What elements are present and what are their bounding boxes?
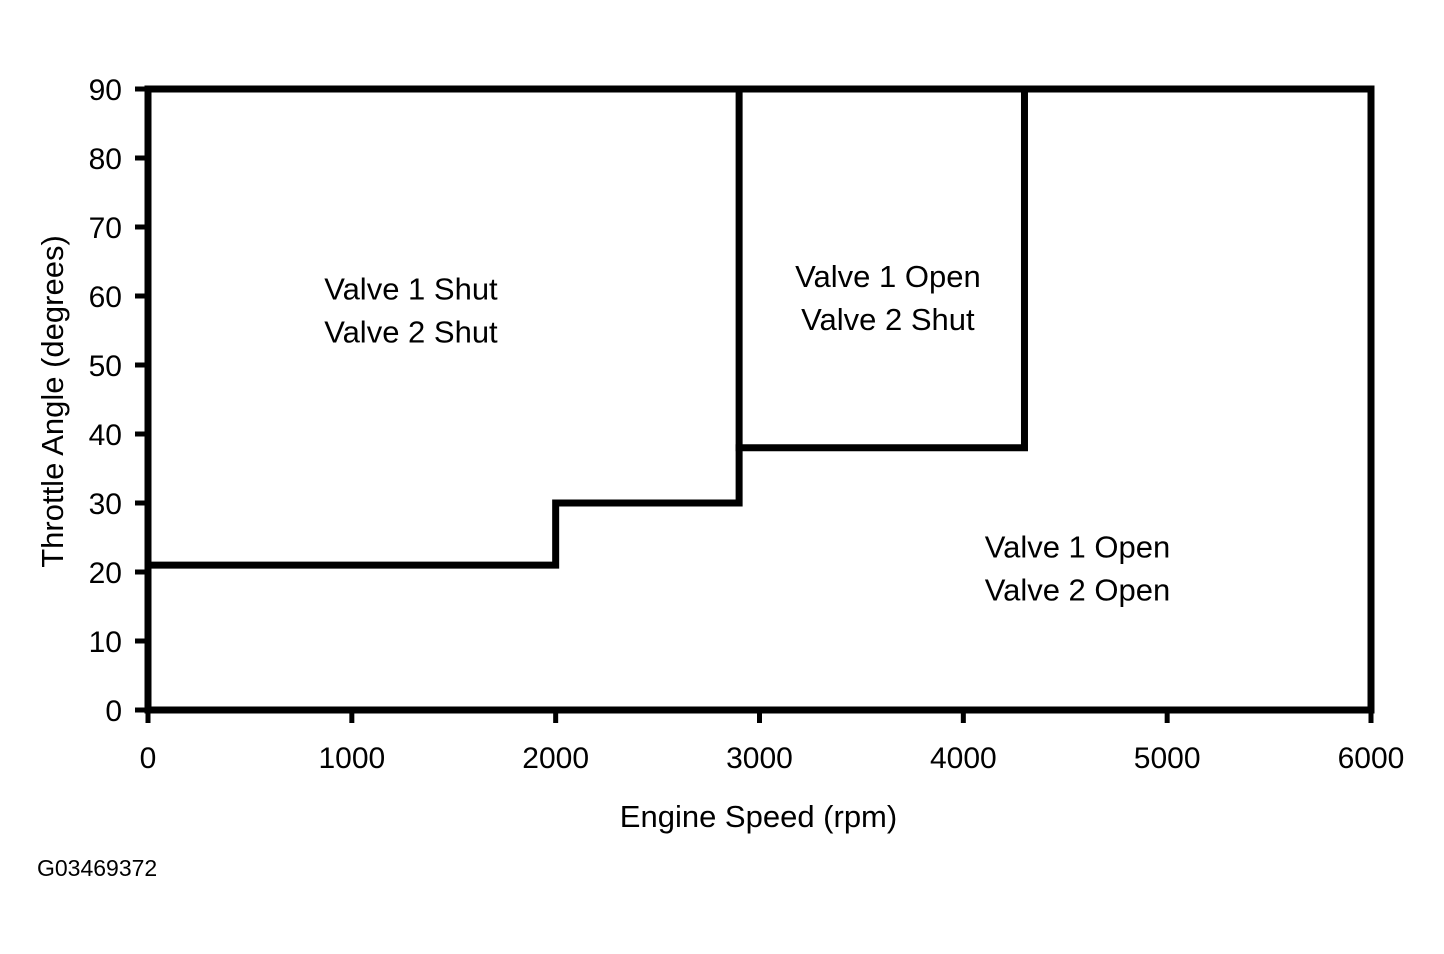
y-tick-label: 10 <box>89 626 122 659</box>
x-tick-label: 4000 <box>930 742 997 775</box>
y-tick-label: 70 <box>89 212 122 245</box>
boundary-line-2 <box>735 85 1028 452</box>
x-axis-title: Engine Speed (rpm) <box>620 799 897 834</box>
x-tick-label: 0 <box>140 742 157 775</box>
x-tick-label: 1000 <box>318 742 385 775</box>
y-tick-label: 80 <box>89 143 122 176</box>
y-tick-label: 50 <box>89 350 122 383</box>
y-tick-label: 60 <box>89 281 122 314</box>
y-tick-label: 90 <box>89 74 122 107</box>
figure-id: G03469372 <box>37 855 158 881</box>
series-layer <box>144 85 1028 569</box>
x-axis-ticks: 0 1000 2000 3000 4000 5000 6000 <box>140 710 1405 775</box>
region-label-line: Valve 1 Open <box>795 259 981 294</box>
y-axis-title: Throttle Angle (degrees) <box>35 235 70 568</box>
region-label-line: Valve 1 Shut <box>324 271 498 306</box>
plot-frame <box>144 85 1375 714</box>
region-label-line: Valve 2 Shut <box>801 302 975 337</box>
region-label-line: Valve 1 Open <box>985 530 1171 565</box>
y-tick-label: 20 <box>89 557 122 590</box>
region-label-line: Valve 2 Shut <box>324 314 498 349</box>
y-axis-ticks: 0 10 20 30 40 50 60 70 80 90 <box>89 74 148 728</box>
y-tick-label: 40 <box>89 419 122 452</box>
region-label-line: Valve 2 Open <box>985 573 1171 608</box>
x-tick-label: 6000 <box>1338 742 1405 775</box>
x-tick-label: 2000 <box>522 742 589 775</box>
y-tick-label: 30 <box>89 488 122 521</box>
y-tick-label: 0 <box>105 695 122 728</box>
boundary-line-1 <box>144 85 743 569</box>
x-tick-label: 5000 <box>1134 742 1201 775</box>
x-tick-label: 3000 <box>726 742 793 775</box>
